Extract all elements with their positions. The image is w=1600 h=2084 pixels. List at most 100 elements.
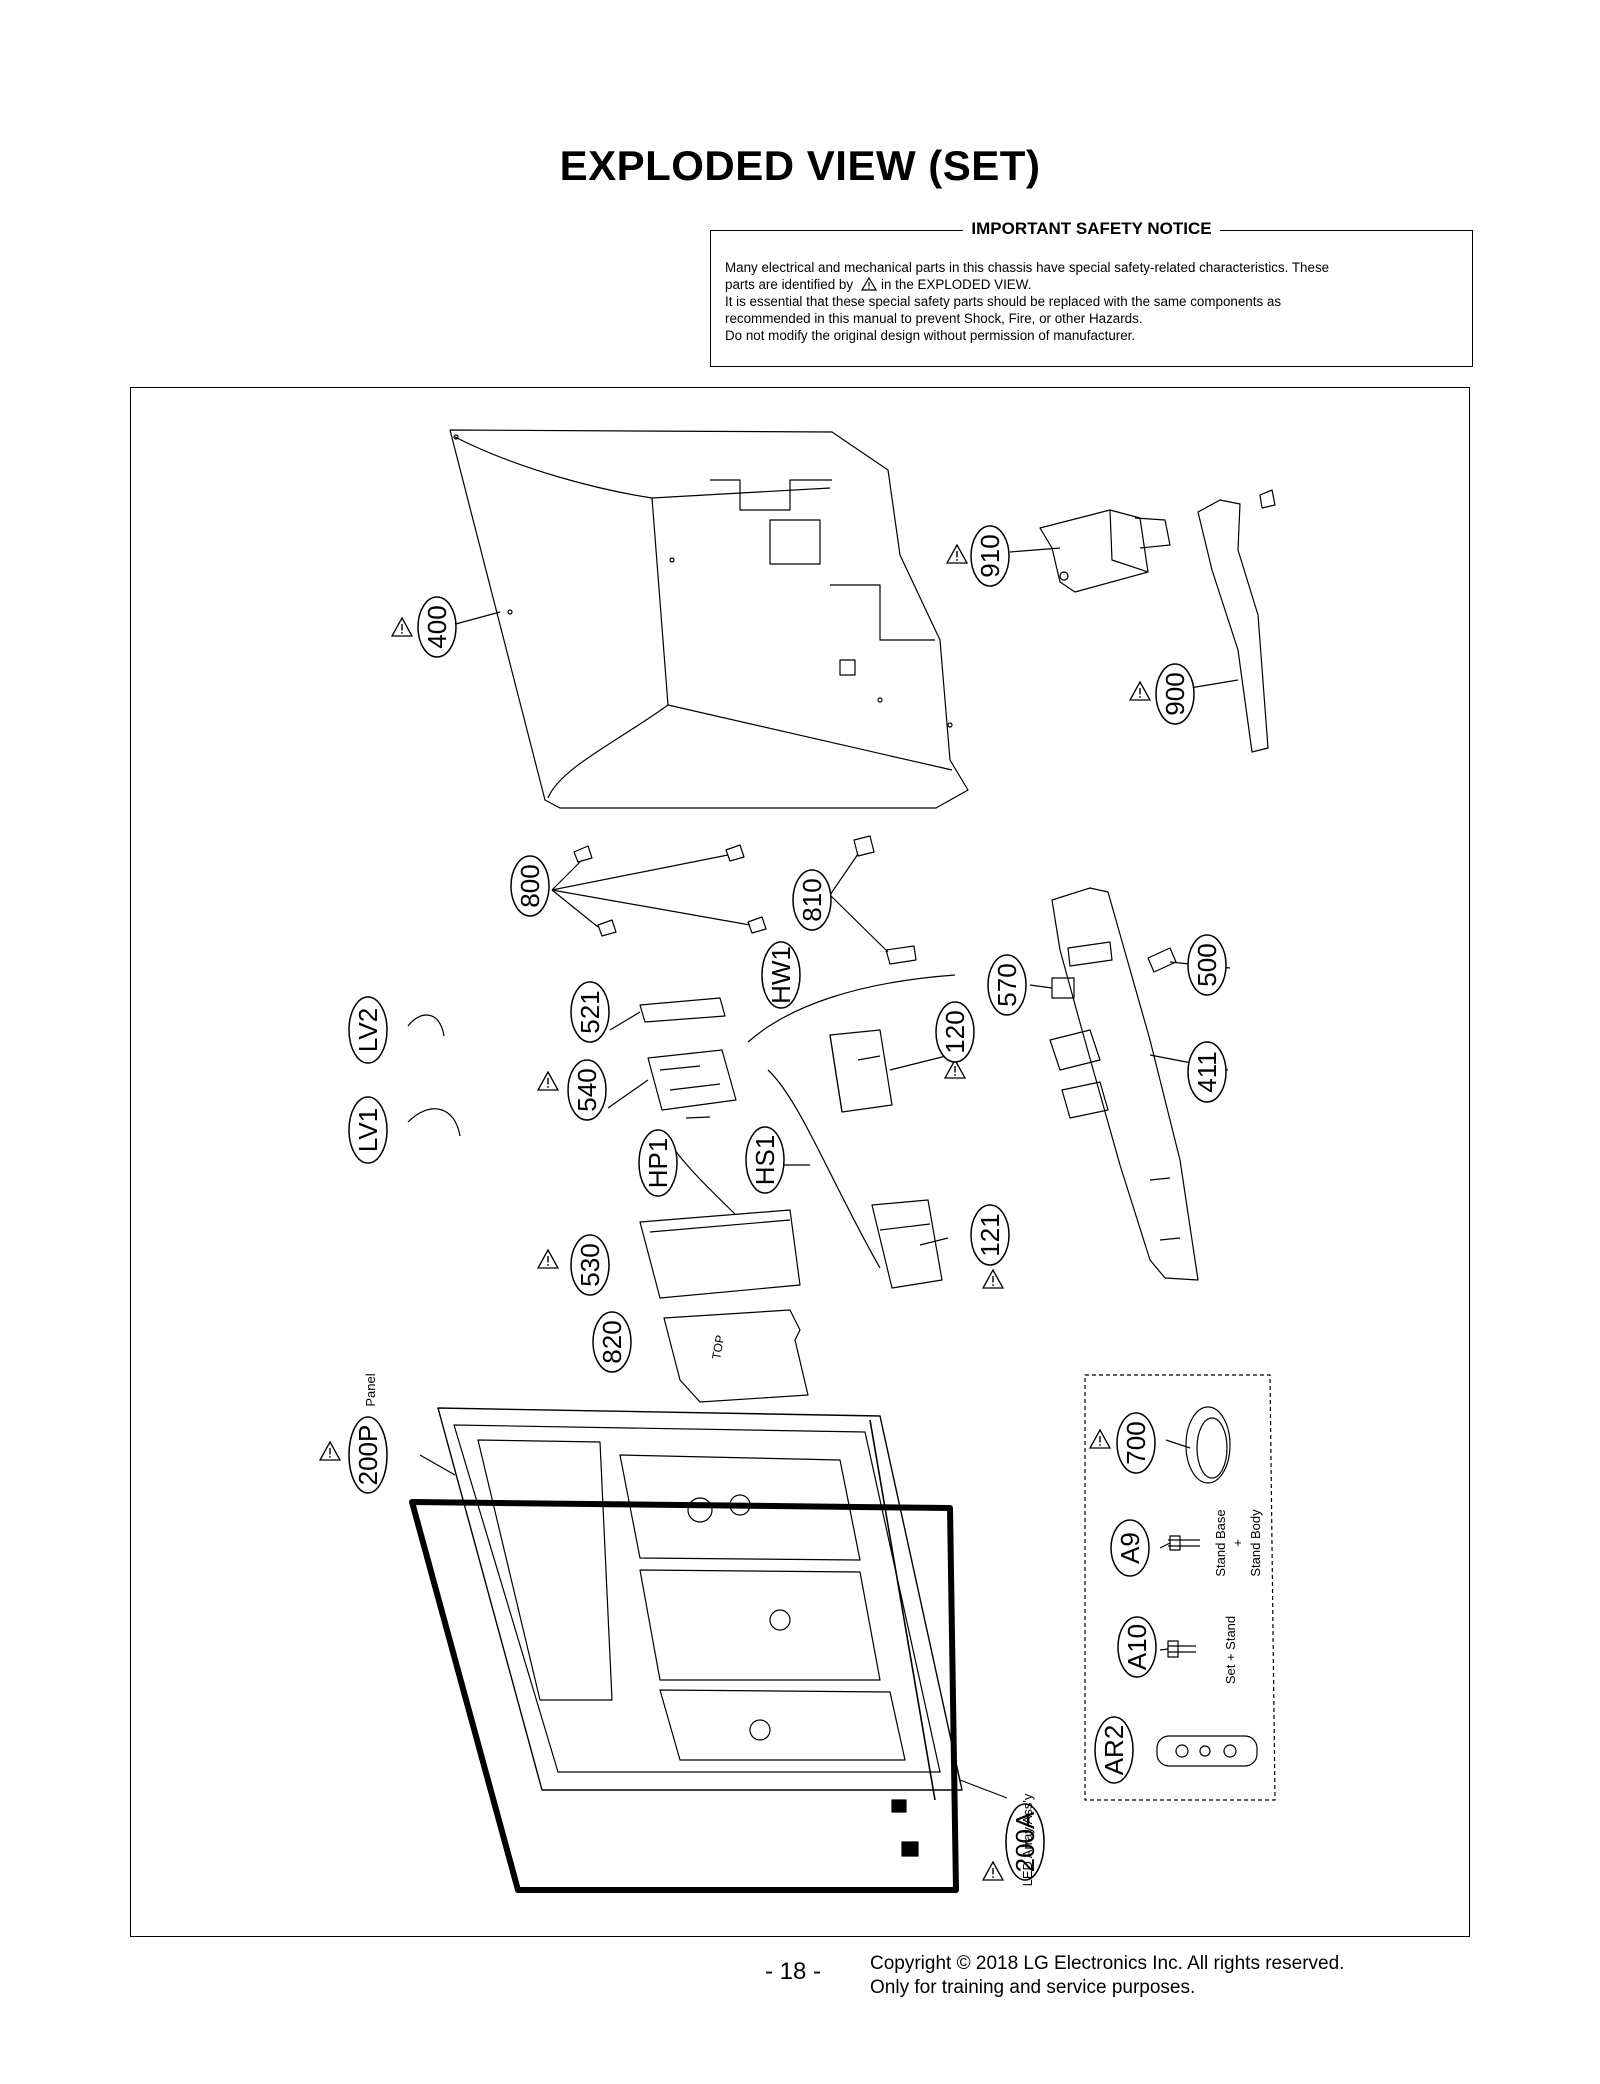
led-array-label: LED Array Ass'y bbox=[1020, 1793, 1035, 1886]
callout-500: 500 bbox=[1187, 934, 1227, 996]
callout-910-text: 910 bbox=[975, 534, 1005, 577]
part-521-art bbox=[639, 997, 726, 1023]
callout-lv2: LV2 bbox=[348, 996, 388, 1064]
callout-521-text: 521 bbox=[575, 990, 605, 1033]
rotated-labels: Panel Stand Base + Stand Body Set + Stan… bbox=[363, 1373, 1263, 1886]
callout-500-text: 500 bbox=[1192, 943, 1222, 986]
callout-810: 810 bbox=[792, 869, 832, 931]
callout-800-text: 800 bbox=[515, 864, 545, 907]
page-title: EXPLODED VIEW (SET) bbox=[559, 142, 1041, 189]
callout-a9-text: A9 bbox=[1115, 1532, 1145, 1564]
insulator-sheet-art: TOP bbox=[663, 1309, 809, 1403]
panel-label: Panel bbox=[363, 1373, 378, 1406]
callout-910: 910 bbox=[970, 525, 1010, 587]
lv1-cable-art bbox=[407, 1108, 461, 1137]
callout-900: 900 bbox=[1155, 663, 1195, 725]
callout-200p: 200P bbox=[348, 1416, 388, 1494]
bracket-810-art bbox=[829, 835, 917, 965]
callout-lv1-text: LV1 bbox=[353, 1108, 383, 1152]
part-120-art bbox=[829, 1029, 893, 1113]
safety-notice-box: IMPORTANT SAFETY NOTICE Many electrical … bbox=[710, 219, 1473, 367]
part-700-art bbox=[1185, 1406, 1231, 1484]
warning-triangle-icon bbox=[982, 1269, 1004, 1289]
callout-ar2-text: AR2 bbox=[1099, 1725, 1129, 1776]
callout-120: 120 bbox=[935, 1001, 975, 1063]
training-line: Only for training and service purposes. bbox=[870, 1977, 1196, 1998]
copyright-line: Copyright © 2018 LG Electronics Inc. All… bbox=[870, 1953, 1345, 1974]
notice-line-4: recommended in this manual to prevent Sh… bbox=[725, 311, 1143, 326]
lv2-cable-art bbox=[407, 1014, 445, 1037]
stand-bracket-art bbox=[1039, 509, 1171, 593]
callout-lv1: LV1 bbox=[348, 1096, 388, 1164]
callout-120-text: 120 bbox=[940, 1010, 970, 1053]
callout-400-text: 400 bbox=[422, 605, 452, 648]
warning-triangle-icon bbox=[537, 1071, 559, 1091]
insulator-top-text: TOP bbox=[709, 1334, 727, 1361]
clips-art bbox=[551, 844, 767, 937]
callout-411: 411 bbox=[1187, 1041, 1227, 1103]
callout-810-text: 810 bbox=[797, 878, 827, 921]
warning-triangle-icon bbox=[391, 617, 413, 637]
hw1-wire-art bbox=[747, 974, 956, 1043]
hs1-wire-art bbox=[767, 1069, 881, 1269]
stand-base-label: Stand Base bbox=[1213, 1509, 1228, 1576]
notice-line-2: parts are identified by in the EXPLODED V… bbox=[725, 276, 1458, 293]
callout-700-text: 700 bbox=[1121, 1421, 1151, 1464]
parts-line-art: TOP bbox=[407, 429, 1276, 1893]
callout-a10-text: A10 bbox=[1122, 1624, 1152, 1670]
notice-line-2b: in the EXPLODED VIEW. bbox=[881, 277, 1032, 292]
callout-200a-text: 200A bbox=[1010, 1811, 1040, 1872]
callout-121-text: 121 bbox=[975, 1213, 1005, 1256]
callout-200p-text: 200P bbox=[353, 1425, 383, 1486]
notice-line-2a: parts are identified by bbox=[725, 277, 854, 292]
callout-900-text: 900 bbox=[1160, 672, 1190, 715]
warning-triangle-icon bbox=[861, 277, 878, 291]
safety-notice-body: Many electrical and mechanical parts in … bbox=[725, 259, 1458, 344]
callout-530-text: 530 bbox=[575, 1243, 605, 1286]
callout-540: 540 bbox=[567, 1059, 607, 1121]
part-callouts: 400 910 900 800 810 HW1 570 500 521 120 … bbox=[348, 525, 1227, 1881]
stand-body-label: Stand Body bbox=[1248, 1509, 1263, 1577]
callout-a9: A9 bbox=[1110, 1519, 1150, 1577]
power-board-art bbox=[639, 1209, 801, 1299]
callout-540-text: 540 bbox=[572, 1068, 602, 1111]
plus-label: + bbox=[1230, 1539, 1245, 1547]
notice-line-1: Many electrical and mechanical parts in … bbox=[725, 260, 1330, 275]
main-board-art bbox=[647, 1049, 737, 1111]
callout-hs1: HS1 bbox=[745, 1126, 785, 1194]
callout-411-text: 411 bbox=[1192, 1051, 1222, 1092]
safety-notice-heading: IMPORTANT SAFETY NOTICE bbox=[711, 219, 1472, 239]
accessory-box-art bbox=[1084, 1374, 1276, 1801]
warning-triangle-icon bbox=[1089, 1429, 1111, 1449]
warning-triangle-icon bbox=[1129, 681, 1151, 701]
warning-triangle-icon bbox=[537, 1249, 559, 1269]
notice-line-3: It is essential that these special safet… bbox=[725, 294, 1282, 309]
callout-121: 121 bbox=[970, 1204, 1010, 1266]
display-panel-art bbox=[409, 1407, 963, 1893]
callout-800: 800 bbox=[510, 855, 550, 917]
callout-ar2: AR2 bbox=[1094, 1716, 1134, 1784]
callout-820-text: 820 bbox=[597, 1320, 627, 1363]
callout-hp1-text: HP1 bbox=[643, 1138, 673, 1189]
callout-570: 570 bbox=[987, 954, 1027, 1016]
callout-hp1: HP1 bbox=[638, 1129, 678, 1197]
warning-triangle-icon bbox=[982, 1861, 1004, 1881]
copyright-notice: Copyright © 2018 LG Electronics Inc. All… bbox=[870, 1952, 1344, 2000]
callout-521: 521 bbox=[570, 981, 610, 1043]
bottom-cover-art bbox=[1049, 887, 1199, 1281]
screw-a10-art bbox=[1167, 1640, 1196, 1658]
callout-hs1-text: HS1 bbox=[750, 1135, 780, 1186]
remote-ar2-art bbox=[1156, 1735, 1258, 1767]
page-number: - 18 - bbox=[765, 1958, 822, 1985]
warning-triangle-icon bbox=[319, 1441, 341, 1461]
callout-820: 820 bbox=[592, 1311, 632, 1373]
callout-400: 400 bbox=[417, 596, 457, 658]
back-cover-art bbox=[449, 429, 969, 809]
callout-hw1: HW1 bbox=[761, 941, 801, 1009]
part-500-art bbox=[1147, 947, 1177, 973]
callout-hw1-text: HW1 bbox=[766, 946, 796, 1004]
screw-a9-art bbox=[1168, 1535, 1200, 1551]
callout-530: 530 bbox=[570, 1234, 610, 1296]
exploded-view-frame bbox=[130, 387, 1470, 1937]
